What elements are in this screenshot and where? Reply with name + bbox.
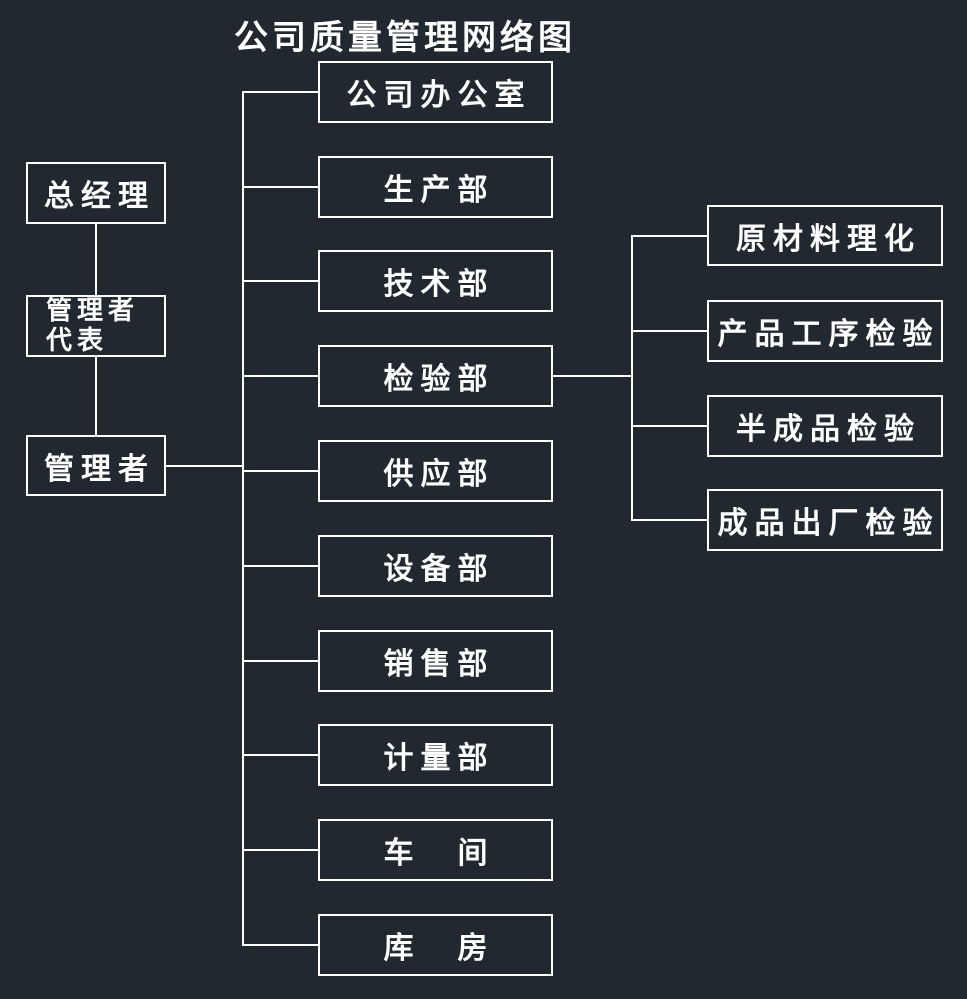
- node-finished-factory-inspection: 成品出厂检验: [707, 489, 943, 551]
- node-inspection-dept: 检验部: [318, 345, 553, 407]
- node-workshop: 车 间: [318, 819, 553, 881]
- left-chain-connectors: [95, 224, 243, 467]
- node-general-manager: 总经理: [26, 162, 166, 224]
- node-production-dept: 生产部: [318, 156, 553, 218]
- department-trunk: [242, 91, 318, 946]
- node-raw-material-physchem: 原材料理化: [707, 205, 943, 266]
- node-semifinished-inspection: 半成品检验: [707, 395, 943, 457]
- node-warehouse: 库 房: [318, 914, 553, 976]
- node-company-office: 公司办公室: [318, 61, 553, 123]
- inspection-trunk: [553, 235, 707, 521]
- node-metrology-dept: 计量部: [318, 724, 553, 786]
- node-supply-dept: 供应部: [318, 440, 553, 502]
- diagram-title: 公司质量管理网络图: [234, 18, 576, 58]
- node-manager: 管理者: [26, 435, 166, 496]
- node-equipment-dept: 设备部: [318, 535, 553, 597]
- node-technology-dept: 技术部: [318, 250, 553, 312]
- node-process-inspection: 产品工序检验: [707, 300, 943, 362]
- node-management-representative: 管理者 代表: [26, 295, 166, 357]
- node-sales-dept: 销售部: [318, 630, 553, 692]
